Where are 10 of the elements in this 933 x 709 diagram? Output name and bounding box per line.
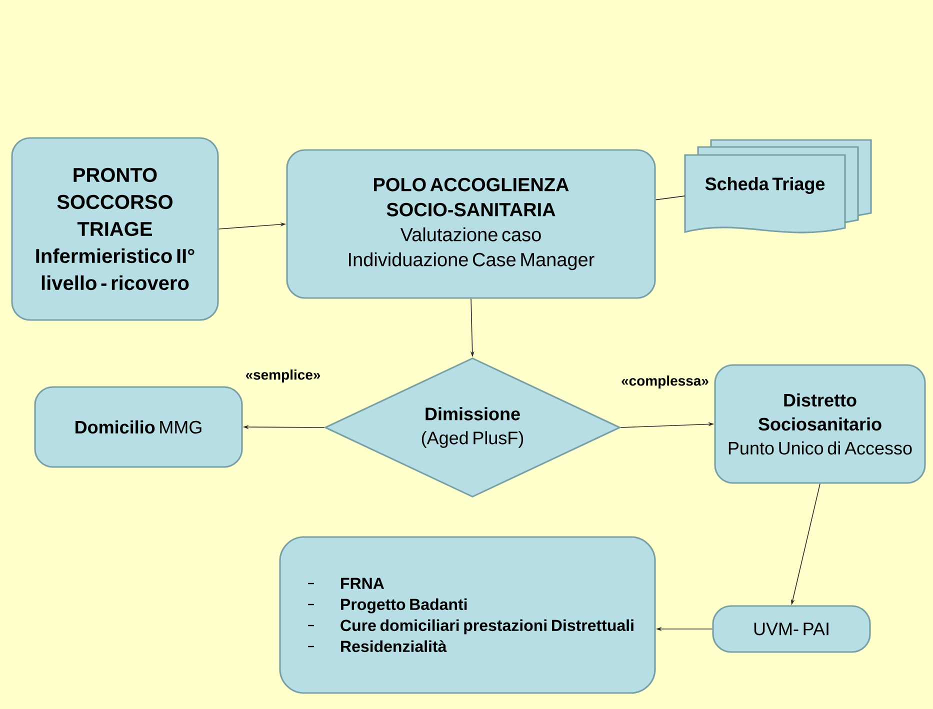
edge-label: «complessa» (620, 374, 710, 390)
process-box: Distretto Sociosanitario Punto Unico di Accesso (714, 364, 926, 484)
list-box: FRNA Progetto Badanti Cure domiciliari prestazioni Distrettuali Residenzialità (279, 536, 656, 694)
connector-line (655, 196, 686, 200)
process-box: UVM- PAI (712, 605, 871, 653)
process-box: PRONTO SOCCORSO TRIAGE Infermieristico II° livello - ricovero (11, 137, 219, 321)
process-box: Domicilio MMG (34, 386, 243, 468)
document-stack: Scheda Triage (684, 139, 872, 234)
edge-label: «semplice» (244, 368, 322, 384)
process-box: POLO ACCOGLIENZA SOCIO-SANITARIA Valutazione caso Individuazione Case Manager (286, 149, 656, 299)
